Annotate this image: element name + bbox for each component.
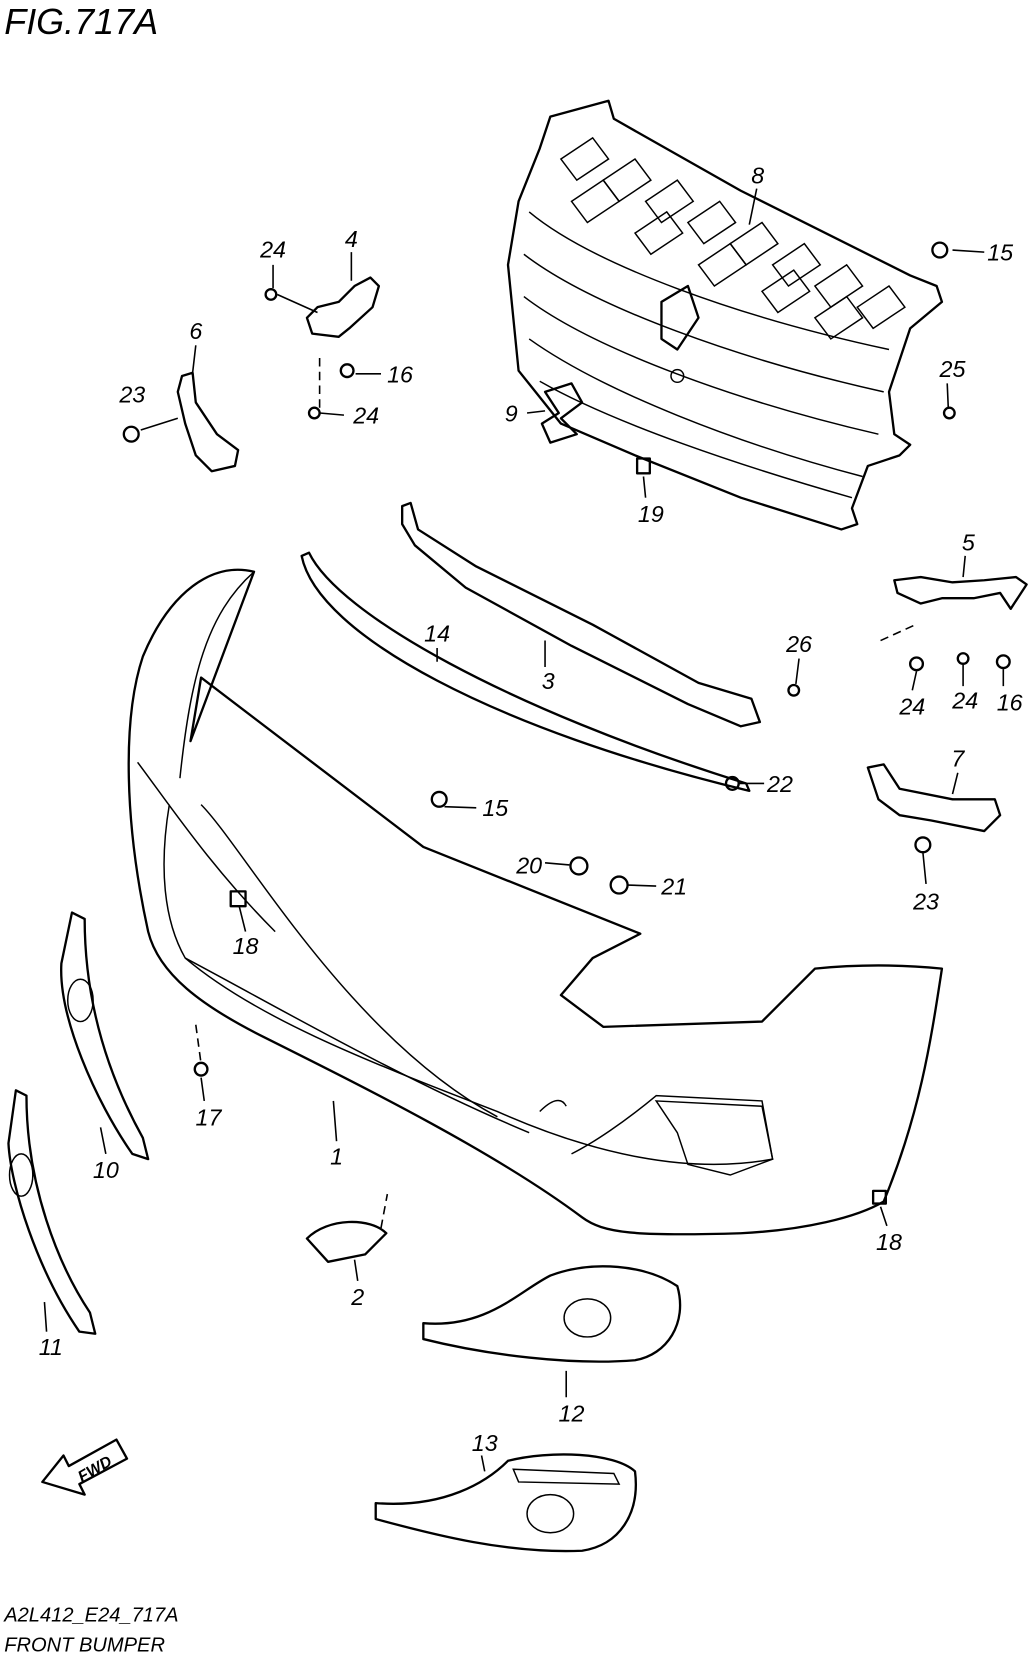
callout-23: 23	[912, 888, 939, 914]
part-grille	[506, 99, 944, 531]
callout-9: 9	[505, 400, 518, 426]
part-bracket-4	[305, 276, 381, 338]
callout-24: 24	[352, 403, 379, 429]
callout-7: 7	[951, 745, 965, 771]
callout-17: 17	[196, 1104, 223, 1130]
part-clip-19	[635, 457, 651, 475]
callout-15: 15	[482, 795, 508, 821]
callout-2: 2	[350, 1284, 364, 1310]
part-bracket-7	[866, 763, 1002, 833]
callout-18: 18	[233, 933, 259, 959]
part-bracket-5	[893, 575, 1028, 610]
part-fog-cover-13	[374, 1453, 637, 1553]
callout-14: 14	[424, 621, 450, 647]
part-bumper	[127, 568, 944, 1236]
part-garnish-11	[7, 1089, 97, 1335]
figure-caption: FRONT BUMPER	[4, 1634, 165, 1656]
part-garnish-10	[60, 911, 150, 1161]
callout-1: 1	[330, 1143, 343, 1169]
part-molding-14	[300, 551, 751, 793]
callout-21: 21	[660, 874, 687, 900]
part-fog-cover-12	[422, 1265, 682, 1363]
callout-8: 8	[751, 162, 764, 188]
callout-11: 11	[39, 1334, 63, 1360]
part-retainer-3	[401, 501, 762, 728]
callout-23: 23	[118, 381, 145, 407]
fasteners	[122, 241, 1011, 1205]
callout-19: 19	[638, 501, 664, 527]
callout-13: 13	[472, 1430, 498, 1456]
callout-20: 20	[515, 852, 542, 878]
callout-10: 10	[93, 1157, 119, 1183]
callout-25: 25	[939, 356, 966, 382]
fwd-arrow-icon: FWD	[41, 1438, 129, 1496]
callout-18: 18	[876, 1229, 902, 1255]
callout-26: 26	[785, 631, 812, 657]
callout-24: 24	[259, 236, 286, 262]
callout-15: 15	[987, 240, 1013, 266]
part-tow-cover	[305, 1220, 388, 1263]
callout-4: 4	[345, 226, 358, 252]
callout-16: 16	[997, 689, 1023, 715]
callout-5: 5	[962, 530, 975, 556]
callout-16: 16	[387, 361, 413, 387]
callouts: 8 15 24 4 6 23 16 24 9 25 19 5 26 14 3 2…	[39, 162, 1023, 1456]
figure-code: A2L412_E24_717A	[3, 1605, 178, 1627]
part-bracket-6	[176, 371, 240, 473]
figure-title: FIG.717A	[4, 1, 158, 42]
callout-24: 24	[951, 687, 978, 713]
callout-12: 12	[559, 1401, 585, 1427]
callout-3: 3	[542, 668, 555, 694]
callout-6: 6	[189, 318, 202, 344]
part-emblem	[540, 382, 584, 444]
callout-22: 22	[766, 771, 793, 797]
leader-lines	[43, 188, 1005, 1472]
callout-24: 24	[898, 694, 925, 720]
